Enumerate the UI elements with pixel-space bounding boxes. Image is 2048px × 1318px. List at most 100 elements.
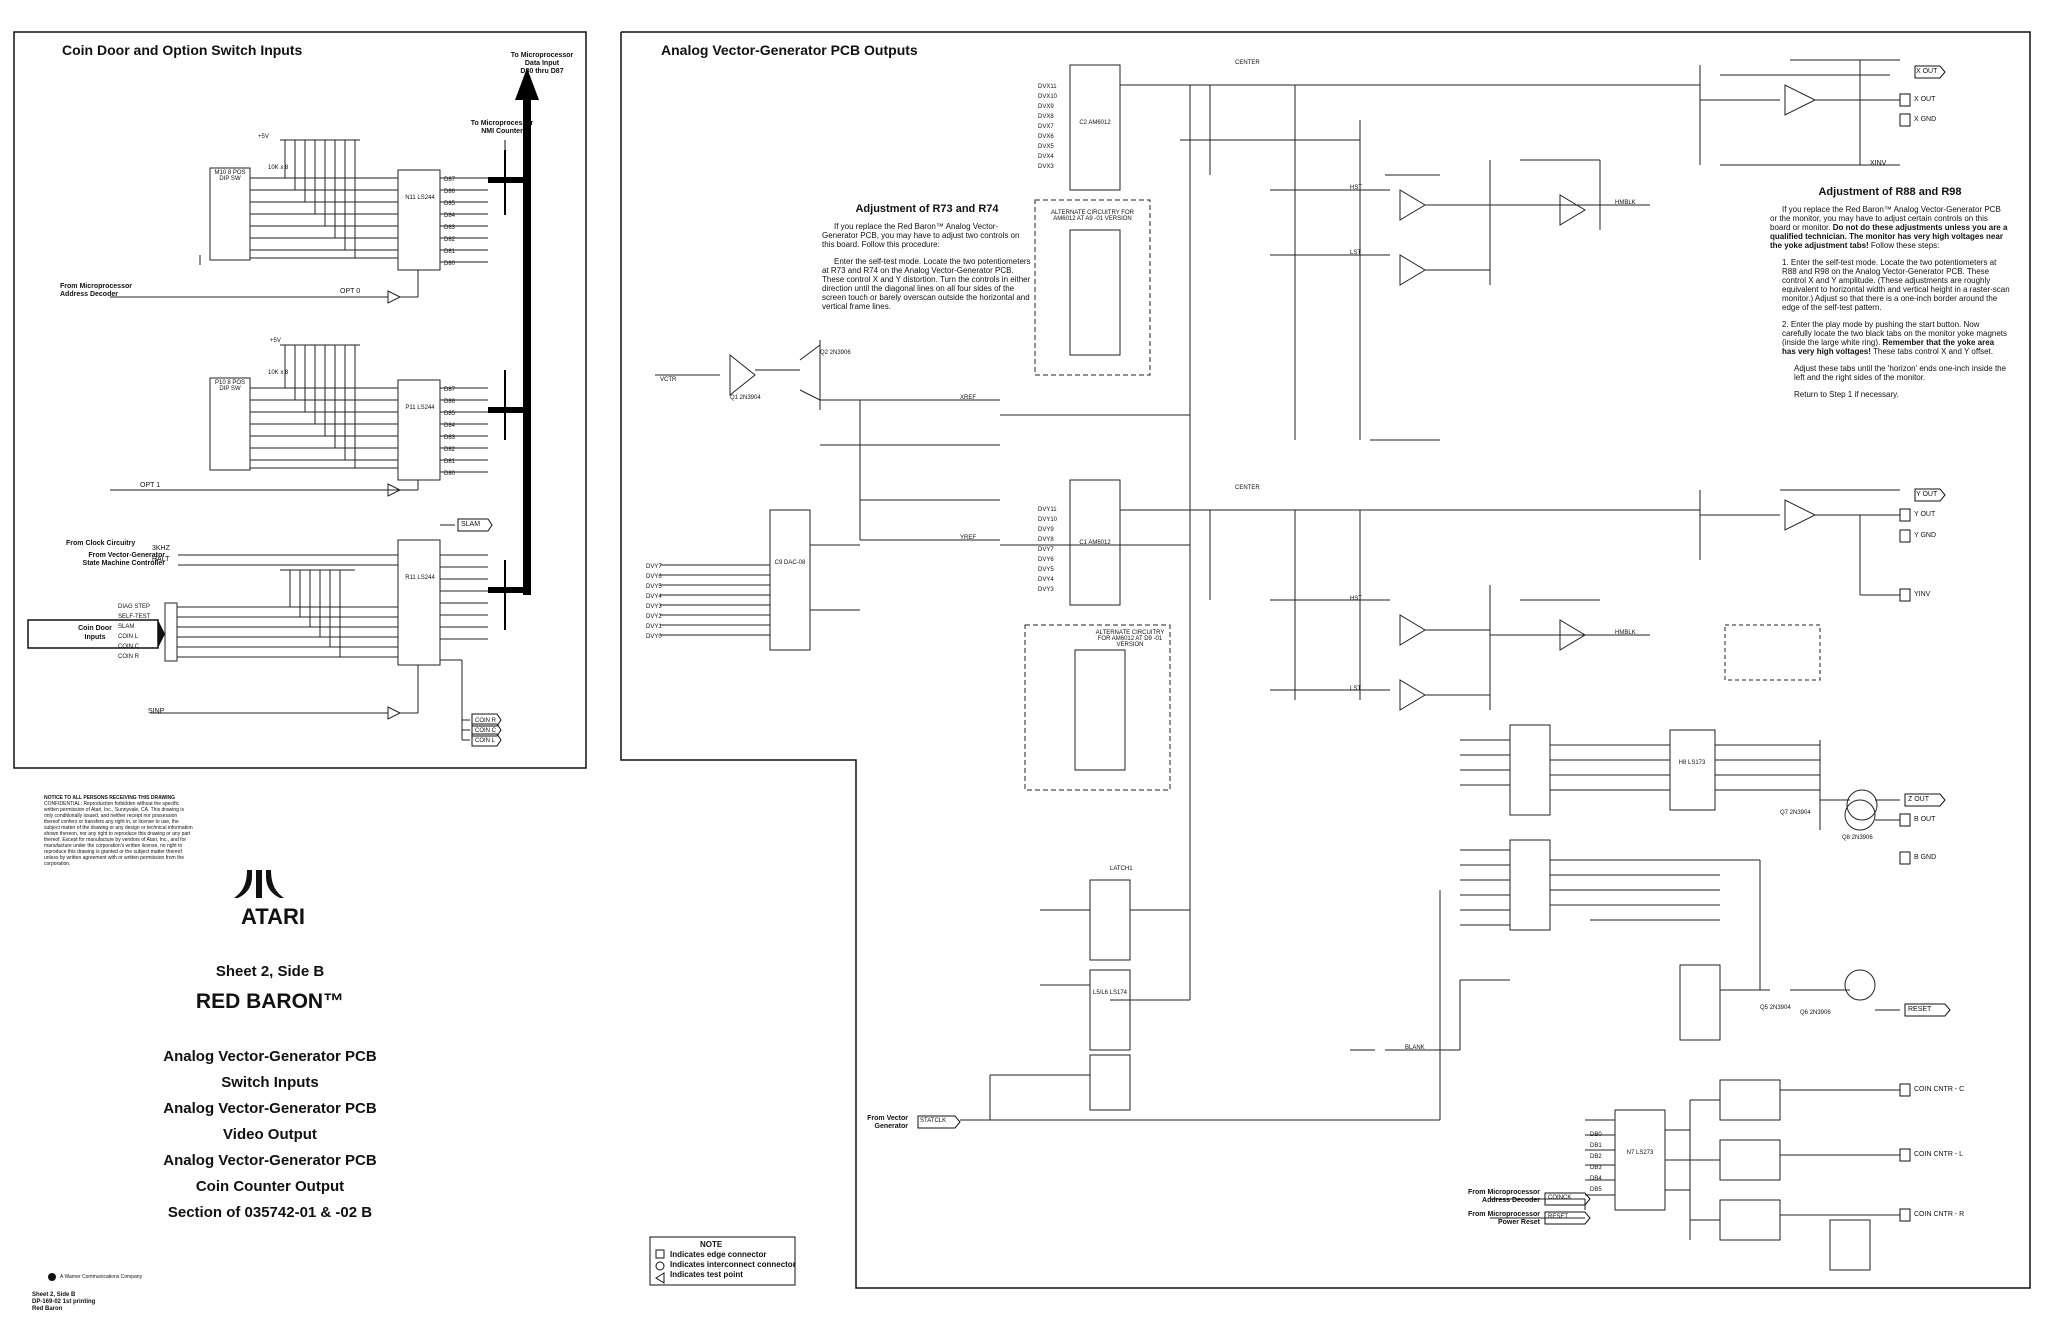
from-address-decoder-label: From Microprocessor Address Decoder <box>60 283 132 298</box>
ygnd-label: Y GND <box>1914 532 1937 539</box>
sheet-label: Sheet 2, Side B <box>215 963 325 980</box>
alternate-circuitry-x: ALTERNATE CIRCUITRY FOR AM6012 AT A9 -01… <box>1051 210 1134 222</box>
transistor-q5: Q5 2N3904 <box>1760 1005 1791 1011</box>
test-point-symbol <box>655 1272 665 1284</box>
note-box <box>649 1236 796 1286</box>
data-output-labels-2: D87 D86 D85 D84 D83 D82 D81 D80 <box>444 387 456 477</box>
lst-signal-x: LST <box>1350 250 1362 256</box>
from-clock-label: From Clock Circuitry <box>66 540 136 547</box>
xout-label: X OUT <box>1916 68 1938 75</box>
signal-tag-shapes <box>457 140 506 747</box>
hmblk-signal-x: HMBLK <box>1615 200 1636 206</box>
lst-signal-y: LST <box>1350 686 1362 692</box>
opt0-signal: OPT 0 <box>340 288 361 295</box>
resistor-pack-2: 10K x 8 <box>268 370 289 376</box>
warner-credit: A Warner Communications Company <box>60 1274 143 1280</box>
diag-input-labels: DIAG STEP SELF-TEST SLAM COIN L COIN C C… <box>118 604 151 660</box>
chip-n11: N11 LS244 <box>405 195 435 201</box>
note-title: NOTE <box>700 1240 723 1249</box>
yinv-label: YINV <box>1914 591 1931 598</box>
switch-p10: P10 8 POS DIP SW <box>214 380 246 392</box>
coin-cntr-c-label: COIN CNTR - C <box>1914 1086 1965 1093</box>
switch-m10: M10 8 POS DIP SW <box>214 170 246 182</box>
sinp-signal: SINP <box>148 708 165 715</box>
chip-l5-ls174: L5/L6 LS174 <box>1092 990 1128 996</box>
transistor-q6: Q6 2N3906 <box>1800 1010 1831 1016</box>
slam-signal: SLAM <box>461 521 481 528</box>
hmblk-signal-y: HMBLK <box>1615 630 1636 636</box>
coin-cntr-l-label: COIN CNTR - L <box>1914 1151 1963 1158</box>
supply-label-1: +5V <box>258 134 269 140</box>
dip-switch-bank-1 <box>110 139 488 304</box>
supply-label-2: +5V <box>270 338 281 344</box>
coin-counter-wiring <box>1490 1079 1900 1271</box>
hst-signal-y: HST <box>1350 596 1362 602</box>
reset-output-label: RESET <box>1908 1006 1932 1013</box>
yout-tag-label: Y OUT <box>1916 491 1938 498</box>
left-panel-border <box>13 31 587 769</box>
atari-wordmark: ATARI <box>241 904 305 929</box>
opt1-signal: OPT 1 <box>140 482 161 489</box>
data-bus <box>488 68 539 630</box>
chip-p11: P11 LS244 <box>405 405 435 411</box>
alternate-circuitry-y: ALTERNATE CIRCUITRY FOR AM6012 AT D9 -01… <box>1095 630 1165 648</box>
left-panel-title: Coin Door and Option Switch Inputs <box>62 42 303 58</box>
from-state-machine-label: From Vector-Generator State Machine Cont… <box>82 552 165 567</box>
warner-logo-icon <box>48 1273 56 1281</box>
chip-h8-ls173: H8 LS173 <box>1678 760 1706 766</box>
xgnd-label: X GND <box>1914 116 1937 123</box>
resistor-pack-1: 10K x 8 <box>268 165 289 171</box>
xinv-label: XINV <box>1870 160 1887 167</box>
right-panel-title: Analog Vector-Generator PCB Outputs <box>661 42 918 58</box>
coin-line-labels: COIN R COIN C COIN L <box>475 718 496 744</box>
footer-block: Sheet 2, Side B DP-169-02 1st printing R… <box>32 1292 96 1312</box>
coin-door-inputs-label: Coin Door Inputs <box>78 625 112 641</box>
zout-label: Z OUT <box>1908 796 1929 803</box>
three-khz-signal: 3KHZ <box>152 545 170 552</box>
transistor-q8: Q8 2N3906 <box>1842 835 1873 841</box>
coin-cntr-r-label: COIN CNTR - R <box>1914 1211 1965 1218</box>
xref-signal: XREF <box>960 395 977 401</box>
chip-n7-ls273: N7 LS273 <box>1626 1150 1654 1156</box>
edge-connector-symbol <box>655 1249 665 1259</box>
chip-r11: R11 LS244 <box>405 575 435 581</box>
dip-switch-bank-2 <box>110 344 488 497</box>
right-panel-border <box>620 31 2031 1289</box>
legal-notice: NOTICE TO ALL PERSONS RECEIVING THIS DRA… <box>44 795 193 867</box>
z-channel-wiring <box>960 724 1900 1121</box>
right-signal-tags <box>917 1115 1591 1225</box>
chip-c9-dac: C9 DAC-08 <box>774 560 806 566</box>
blank-signal: BLANK <box>1405 1045 1425 1051</box>
center-signal-x: CENTER <box>1235 60 1260 66</box>
bgnd-label: B GND <box>1914 854 1937 861</box>
game-title: RED BARON™ <box>195 990 345 1013</box>
adjustment-r73-r74: Adjustment of R73 and R74 If you replace… <box>822 203 1031 312</box>
to-nmi-label: To Microprocessor NMI Counter <box>470 120 534 135</box>
from-vector-generator-label: From Vector Generator <box>867 1115 908 1130</box>
transistor-q7: Q7 2N3904 <box>1780 810 1811 816</box>
xout-pin-label: X OUT <box>1914 96 1936 103</box>
interconnect-symbol <box>655 1261 665 1271</box>
coinck-signal: COINCK <box>1548 1195 1572 1201</box>
hst-signal-x: HST <box>1350 185 1362 191</box>
chip-c2-am6012: C2 AM6012 <box>1079 120 1111 126</box>
coin-door-arrow <box>158 620 165 648</box>
halt-signal: HALT <box>152 556 170 563</box>
statclk-signal: STATCLK <box>920 1118 947 1124</box>
adjustment-r88-r98: Adjustment of R88 and R98 If you replace… <box>1770 186 2010 400</box>
coin-input-block <box>150 524 488 741</box>
bout-label: B OUT <box>1914 816 1936 823</box>
atari-logo-icon <box>234 870 284 898</box>
y-channel-wiring <box>1024 479 1900 791</box>
from-address-decoder-right: From Microprocessor Address Decoder <box>1468 1189 1540 1204</box>
note-items: Indicates edge connector Indicates inter… <box>670 1250 796 1279</box>
reset-signal: RESET <box>1548 1214 1569 1220</box>
data-output-labels-1: D87 D86 D85 D84 D83 D82 D81 D80 <box>444 177 456 267</box>
center-signal-y: CENTER <box>1235 485 1260 491</box>
section-list: Analog Vector-Generator PCB Switch Input… <box>163 1048 377 1221</box>
from-power-reset-label: From Microprocessor Power Reset <box>1468 1211 1540 1226</box>
